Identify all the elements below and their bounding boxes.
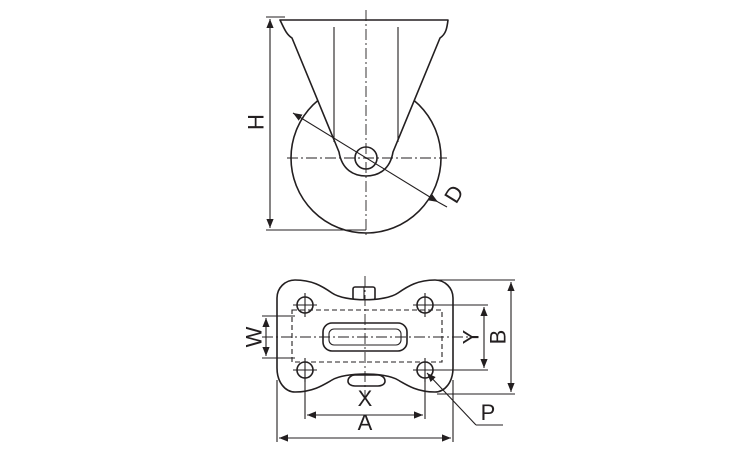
x-label: X: [358, 386, 373, 411]
d-label: D: [439, 181, 469, 208]
inner-plate-hidden: [291, 309, 443, 363]
d-dimension-line: [292, 112, 439, 203]
caster-side-view: H D: [244, 10, 469, 238]
fork-outline: [279, 19, 449, 177]
w-label: W: [242, 326, 267, 347]
h-label: H: [244, 114, 269, 130]
b-label: B: [486, 330, 511, 345]
a-label: A: [358, 410, 373, 435]
bottom-foot: [347, 374, 386, 387]
caster-plan-view: W Y B X A P: [242, 276, 515, 442]
p-leader-line: [426, 372, 477, 426]
d-leader-extension: [437, 201, 448, 208]
p-label: P: [481, 400, 496, 425]
y-label: Y: [459, 329, 484, 344]
